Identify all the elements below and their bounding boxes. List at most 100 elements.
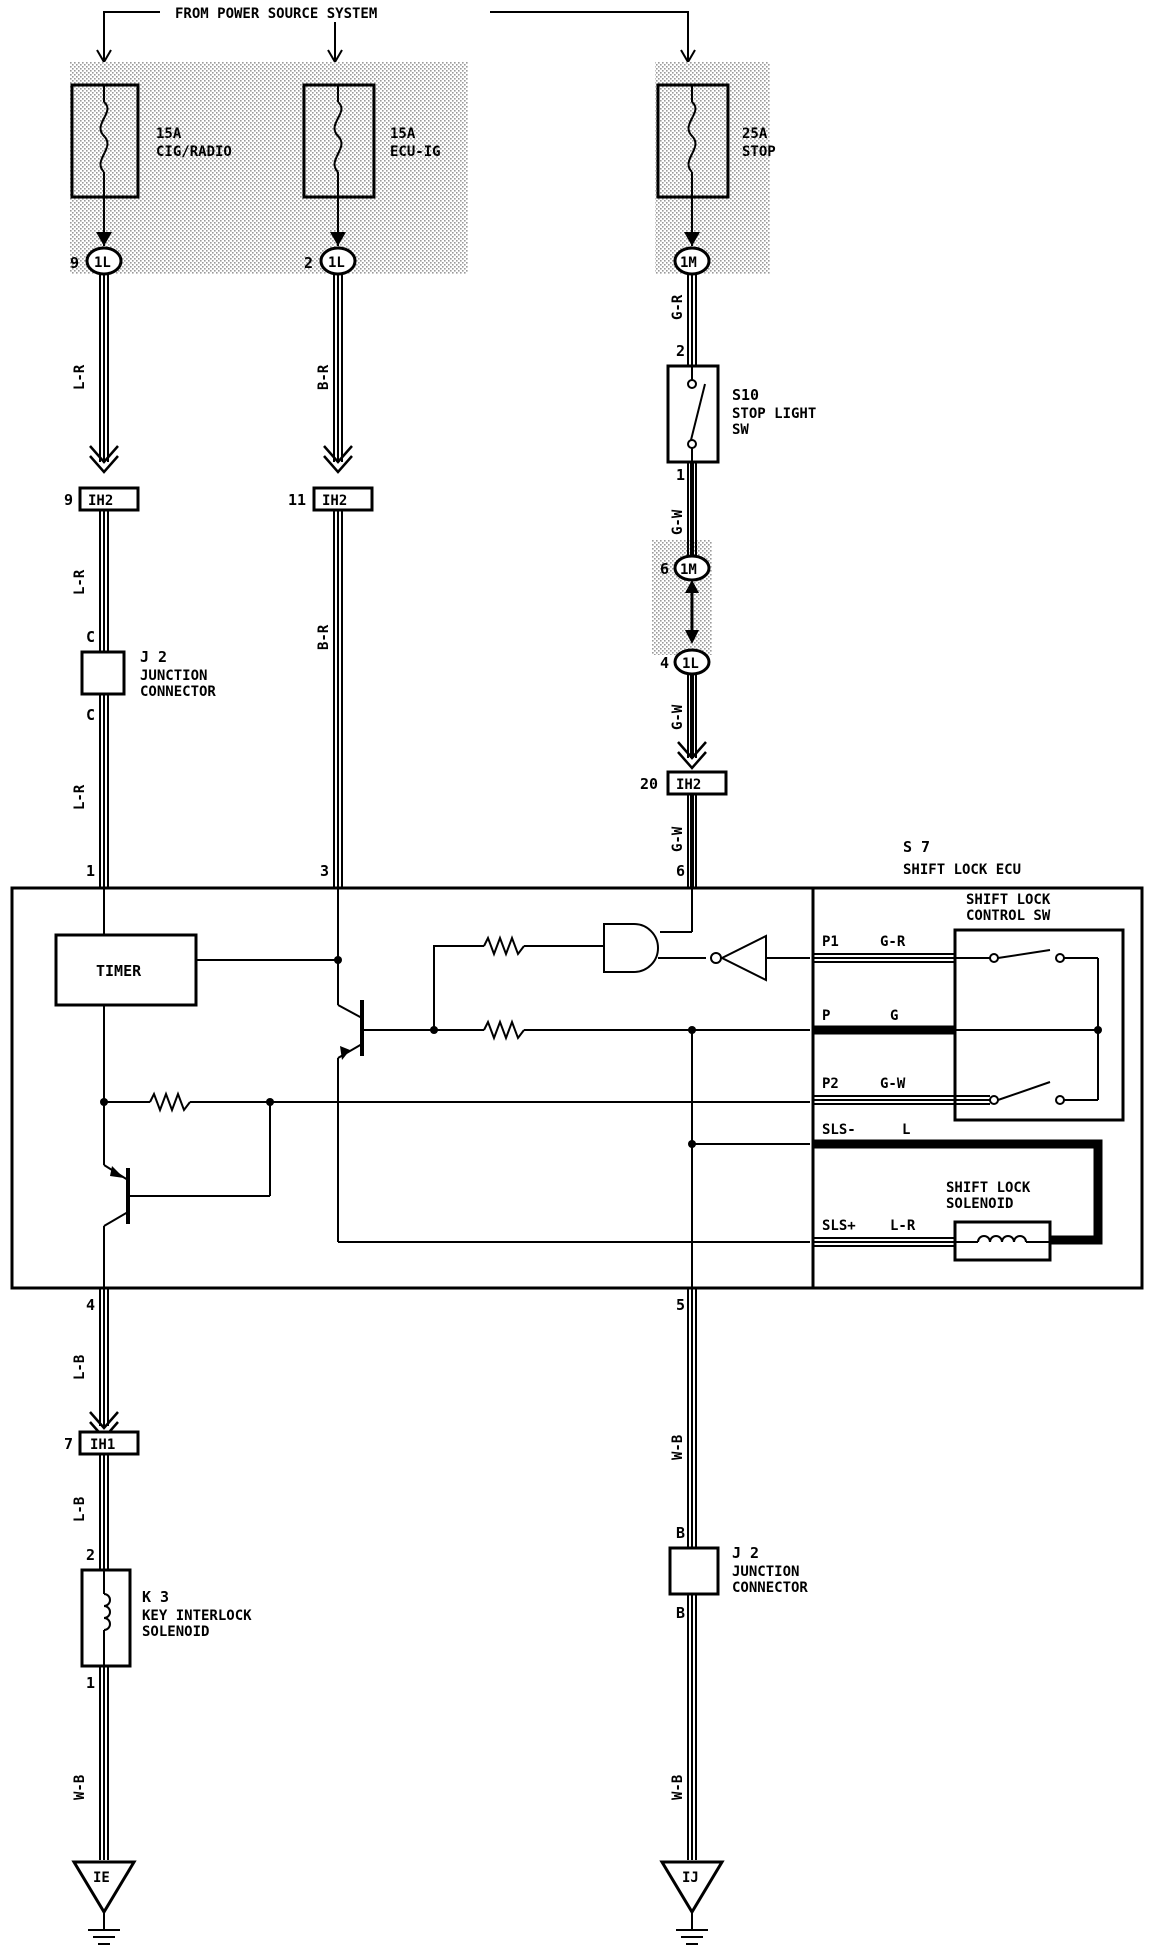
junction-bottom-line2: CONNECTOR: [732, 1580, 808, 1596]
junction-top-line2: CONNECTOR: [140, 684, 216, 700]
ground-ie: IE: [71, 1860, 137, 1945]
svg-text:IJ: IJ: [682, 1870, 699, 1886]
wire-label-lb-2: L-B: [72, 1497, 88, 1522]
pin-6-mid: 6: [660, 560, 669, 578]
fuse-ecu-amp: 15A: [390, 126, 416, 142]
connector-ih1: IH1: [90, 1437, 115, 1453]
pin-1-key: 1: [86, 1674, 95, 1692]
wire-column-wb: 5 W-B B J 2 JUNCTION CONNECTOR B W-B: [668, 1288, 808, 1860]
resistor-icon: [149, 1091, 191, 1113]
junction-connector-bottom: [668, 1546, 720, 1596]
ground-ij: IJ: [659, 1860, 725, 1945]
junction-top-code: J 2: [140, 648, 167, 666]
control-sw-line1: SHIFT LOCK: [966, 892, 1051, 908]
fuse-stop-amp: 25A: [742, 126, 768, 142]
pin-11-ih2: 11: [288, 491, 306, 509]
key-solenoid-line1: KEY INTERLOCK: [142, 1608, 252, 1624]
connector-ih2-b: IH2: [322, 493, 347, 509]
fuse-stop: 25A STOP: [656, 83, 776, 199]
wire-label-gr: G-R: [670, 294, 686, 320]
key-solenoid-line2: SOLENOID: [142, 1624, 209, 1640]
power-source-bus: FROM POWER SOURCE SYSTEM: [96, 6, 696, 64]
pin-2-key: 2: [86, 1546, 95, 1564]
connector-ih2-c: IH2: [676, 777, 701, 793]
pin-1-ecu: 1: [86, 862, 95, 880]
connector-1m-mid: 1M: [680, 562, 697, 578]
inverter-icon: [710, 934, 810, 982]
pin-1-switch: 1: [676, 466, 685, 484]
pin-7-ih1: 7: [64, 1435, 73, 1453]
transistor-icon: [337, 1000, 364, 1060]
svg-text:1L: 1L: [94, 255, 111, 271]
wire-column-lb: 4 L-B IH1 7 L-B 2 K 3 KEY INTERLOCK SOLE…: [64, 1288, 252, 1860]
junction-top-line1: JUNCTION: [140, 668, 207, 684]
pin-5-ecu: 5: [676, 1296, 685, 1314]
shift-lock-control-switch: [953, 928, 1125, 1122]
pin-4-ecu: 4: [86, 1296, 95, 1314]
junction-connector-top: [80, 650, 126, 696]
wire-label-gw-1: G-W: [670, 509, 686, 535]
wire-column-stop: G-R 2 S10 STOP LIGHT SW 1 G-W 1M 6 1L 4 …: [640, 274, 816, 888]
svg-text:1L: 1L: [328, 255, 345, 271]
wire-label-wb-1: W-B: [72, 1775, 88, 1800]
stop-switch-code: S10: [732, 386, 759, 404]
wire-label-lr-1: L-R: [72, 364, 88, 390]
junction-bottom-code: J 2: [732, 1544, 759, 1562]
pin-3-ecu: 3: [320, 862, 329, 880]
terminal-p: P: [822, 1008, 830, 1024]
ecu-code: S 7: [903, 838, 930, 856]
pin-2-switch: 2: [676, 342, 685, 360]
terminal-p-wire: G: [890, 1008, 898, 1024]
control-sw-line2: CONTROL SW: [966, 908, 1051, 924]
key-solenoid-code: K 3: [142, 1588, 169, 1606]
wire-label-br-1: B-R: [316, 364, 332, 390]
transistor-icon: [103, 1164, 130, 1227]
connector-1l-mid: 1L: [682, 656, 699, 672]
wire-label-br-2: B-R: [316, 624, 332, 650]
terminal-sls-plus: SLS+: [822, 1218, 856, 1234]
pin-20-ih2: 20: [640, 775, 658, 793]
pin-6-ecu: 6: [676, 862, 685, 880]
connector-1l-ecu: 1L 2: [304, 246, 357, 276]
terminal-sls-plus-wire: L-R: [890, 1218, 916, 1234]
terminal-p2-wire: G-W: [880, 1076, 906, 1092]
wire-column-lr: L-R IH2 9 L-R C J 2 JUNCTION CONNECTOR C…: [64, 274, 216, 888]
resistor-icon: [483, 935, 525, 957]
wire-column-br: B-R IH2 11 B-R 3: [288, 274, 374, 888]
pin-c-bottom: C: [86, 706, 95, 724]
fuse-cig-radio: 15A CIG/RADIO: [70, 83, 232, 199]
stop-switch-line2: SW: [732, 422, 749, 438]
coil-icon: [977, 1235, 1027, 1243]
ecu-name: SHIFT LOCK ECU: [903, 862, 1021, 878]
solenoid-line2: SOLENOID: [946, 1196, 1013, 1212]
terminal-p1-wire: G-R: [880, 934, 906, 950]
shift-lock-ecu: S 7 SHIFT LOCK ECU TIMER: [10, 838, 1144, 1290]
pin-9-ih2: 9: [64, 491, 73, 509]
pin-9-top: 9: [70, 254, 79, 272]
wire-label-lr-3: L-R: [72, 784, 88, 810]
coil-icon: [103, 1593, 111, 1631]
arrow-icon: [685, 630, 699, 644]
terminal-sls-minus: SLS-: [822, 1122, 856, 1138]
pin-b-top: B: [676, 1524, 685, 1542]
svg-text:IE: IE: [93, 1870, 110, 1886]
junction-bottom-line1: JUNCTION: [732, 1564, 799, 1580]
wire-label-gw-3: G-W: [670, 826, 686, 852]
connector-1l-cig: 1L 9: [70, 246, 123, 276]
timer-label: TIMER: [96, 962, 142, 980]
connector-1m-stop: 1M: [673, 246, 711, 276]
wire-label-wb-2: W-B: [670, 1435, 686, 1460]
solenoid-line1: SHIFT LOCK: [946, 1180, 1031, 1196]
wire-label-gw-2: G-W: [670, 704, 686, 730]
fuse-stop-name: STOP: [742, 144, 776, 160]
fuse-ecu-ig: 15A ECU-IG: [302, 83, 441, 199]
power-source-title: FROM POWER SOURCE SYSTEM: [175, 6, 377, 22]
resistor-icon: [483, 1019, 525, 1041]
fuse-cig-name: CIG/RADIO: [156, 144, 232, 160]
pin-b-bottom: B: [676, 1604, 685, 1622]
pin-c-top: C: [86, 628, 95, 646]
pin-4-mid: 4: [660, 654, 669, 672]
terminal-p2: P2: [822, 1076, 839, 1092]
timer-block: [54, 933, 198, 1007]
